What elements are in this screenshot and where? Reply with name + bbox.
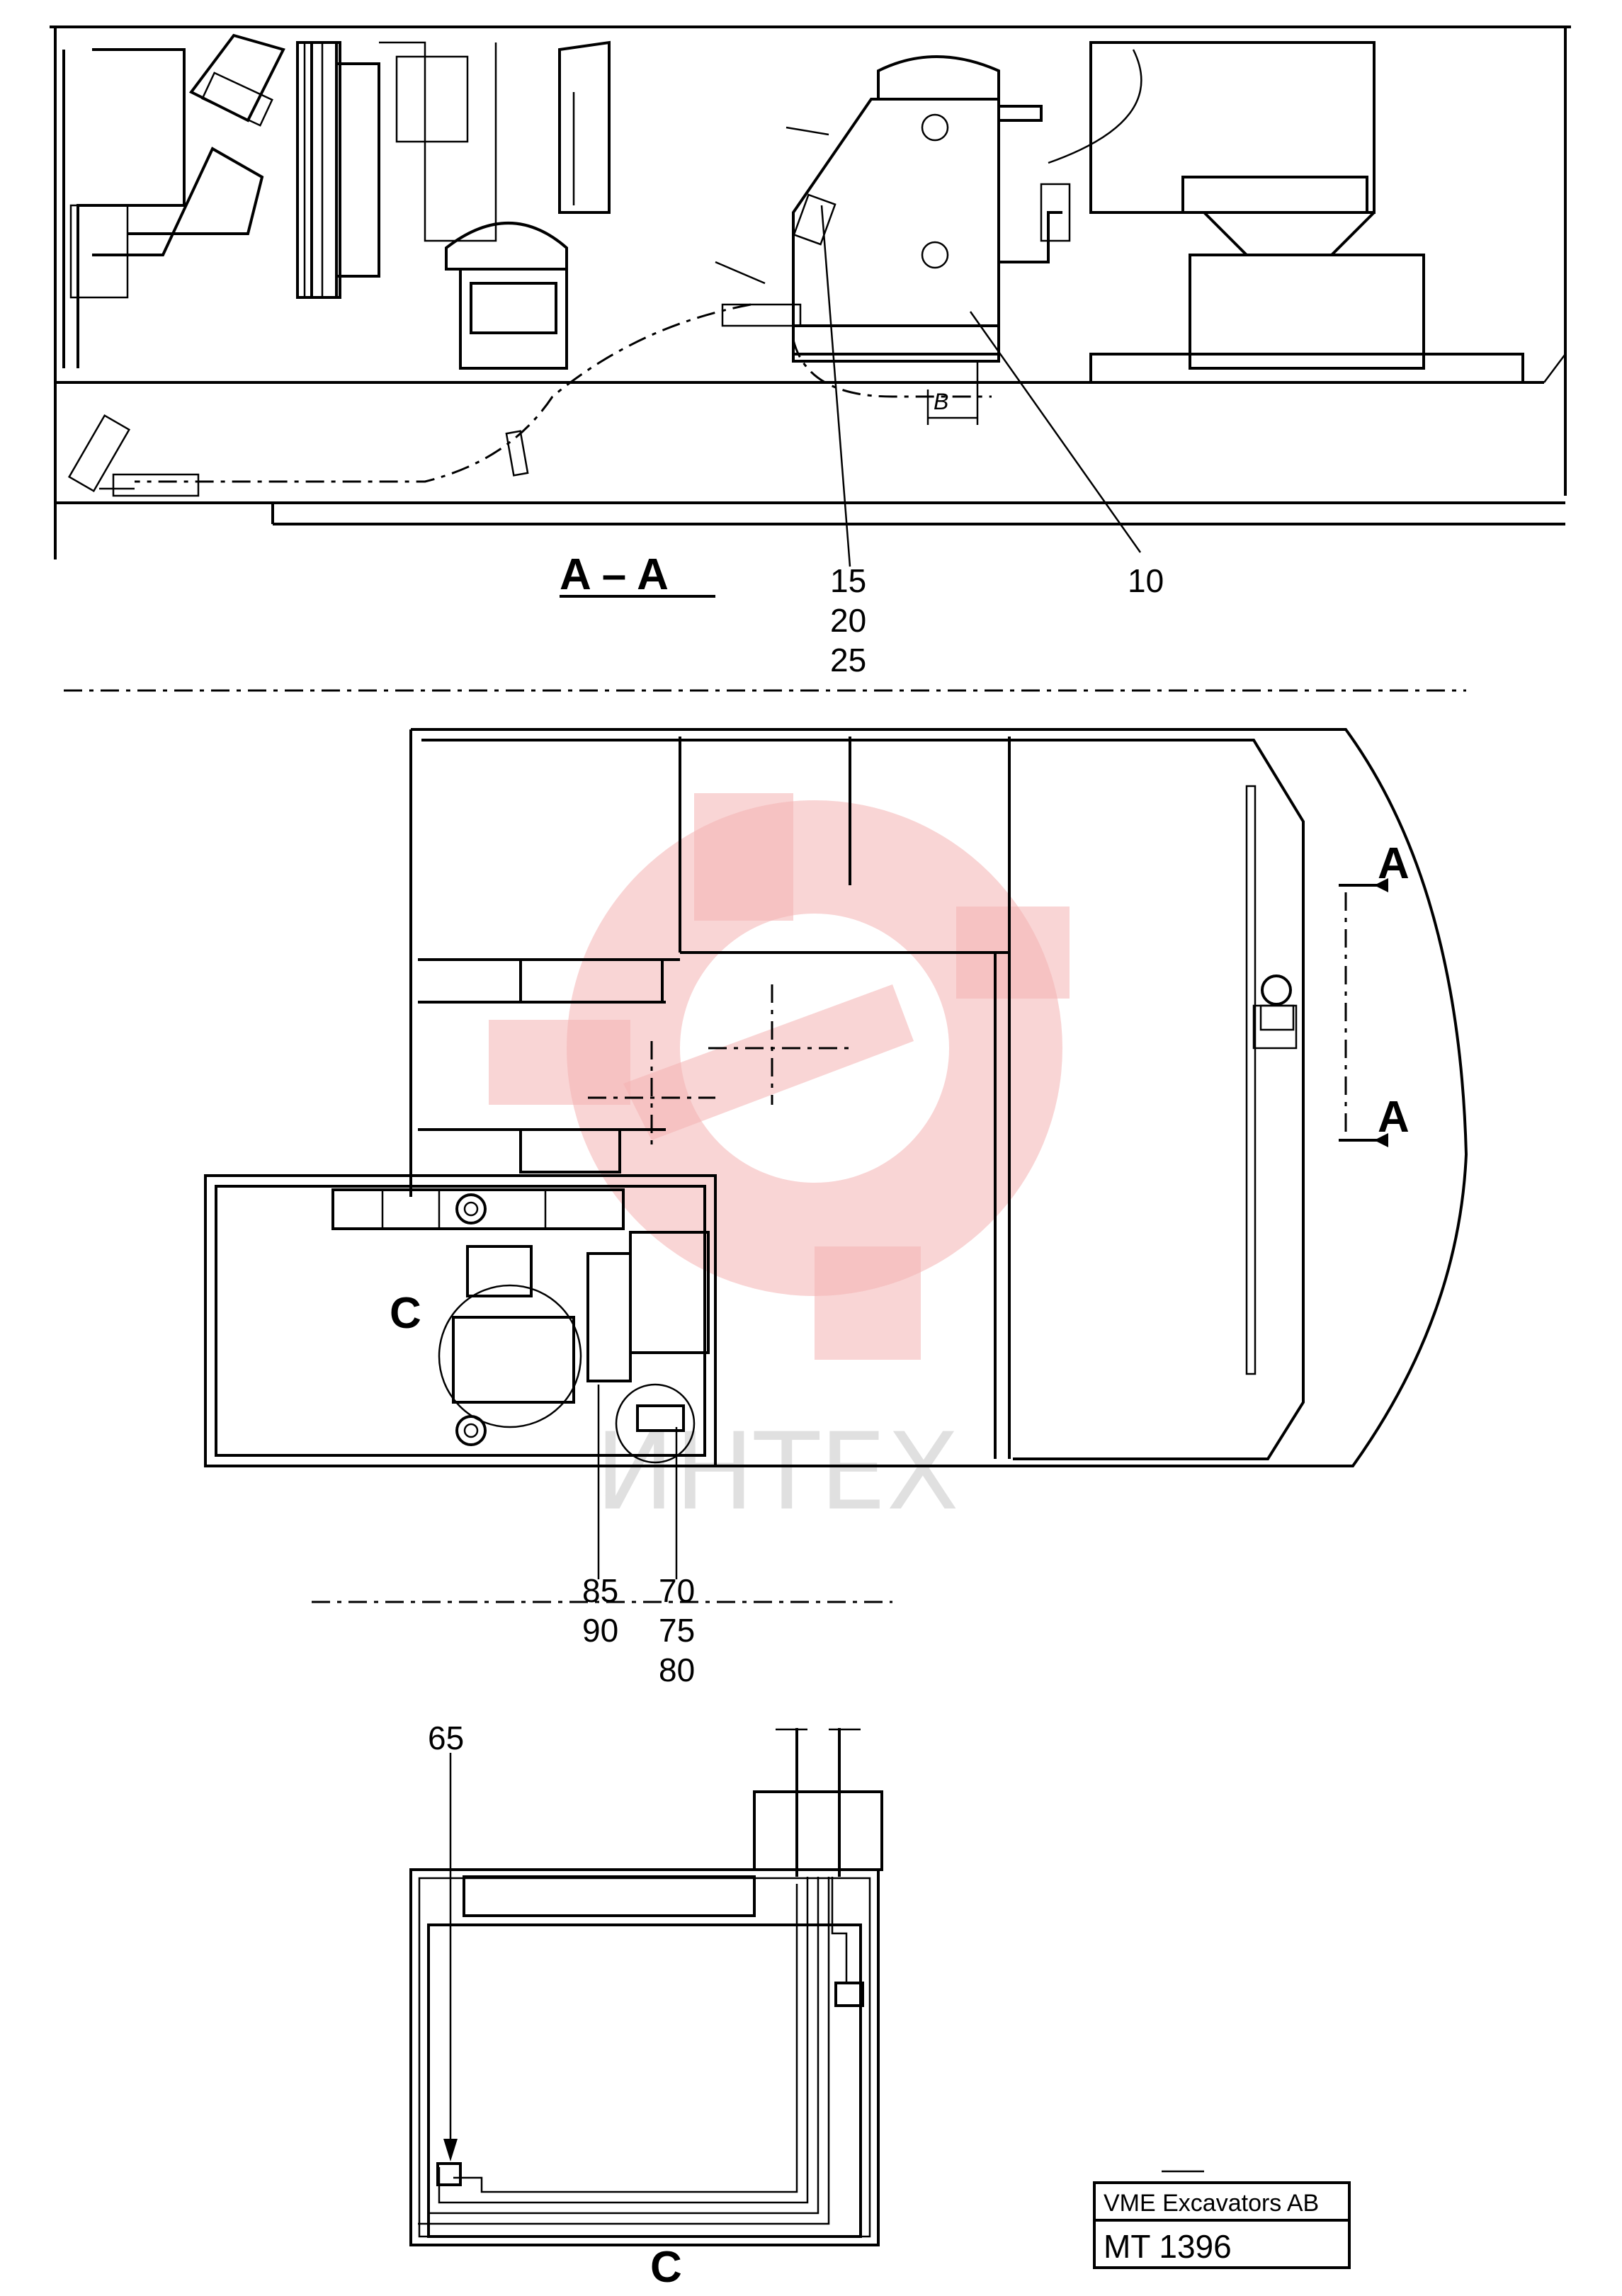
callout-85-90: 85 90 <box>582 1572 618 1649</box>
callout-15: 15 <box>830 562 866 599</box>
callout-80: 80 <box>659 1652 695 1688</box>
callout-10: 10 <box>1128 562 1164 599</box>
detail-marker-c: C <box>390 1289 421 1338</box>
callout-70-75-80: 70 75 80 <box>659 1572 695 1688</box>
section-aa-title-group: A – A <box>560 550 715 599</box>
title-block-company: VME Excavators AB <box>1104 2190 1319 2217</box>
plan-view <box>204 728 1468 1579</box>
section-aa-title: A – A <box>560 550 669 599</box>
detail-c-view <box>409 1728 883 2246</box>
callout-85: 85 <box>582 1572 618 1609</box>
detail-c-title: C <box>650 2243 682 2292</box>
callout-65: 65 <box>428 1720 464 1756</box>
section-mark-a-bottom: A <box>1378 1093 1410 1142</box>
callout-15-20-25: 15 20 25 <box>830 562 866 678</box>
callout-25: 25 <box>830 642 866 678</box>
separator-lines <box>64 689 1466 1603</box>
callout-70: 70 <box>659 1572 695 1609</box>
dim-label-b: B <box>934 389 948 414</box>
title-block <box>1093 2170 1351 2269</box>
title-block-drawing-number: MT 1396 <box>1104 2228 1232 2265</box>
section-mark-a-top: A <box>1378 839 1410 888</box>
callout-90: 90 <box>582 1612 618 1649</box>
callout-75: 75 <box>659 1612 695 1649</box>
watermark-logo <box>489 793 1070 1360</box>
section-aa-view: B <box>50 25 1571 567</box>
callout-20: 20 <box>830 602 866 639</box>
